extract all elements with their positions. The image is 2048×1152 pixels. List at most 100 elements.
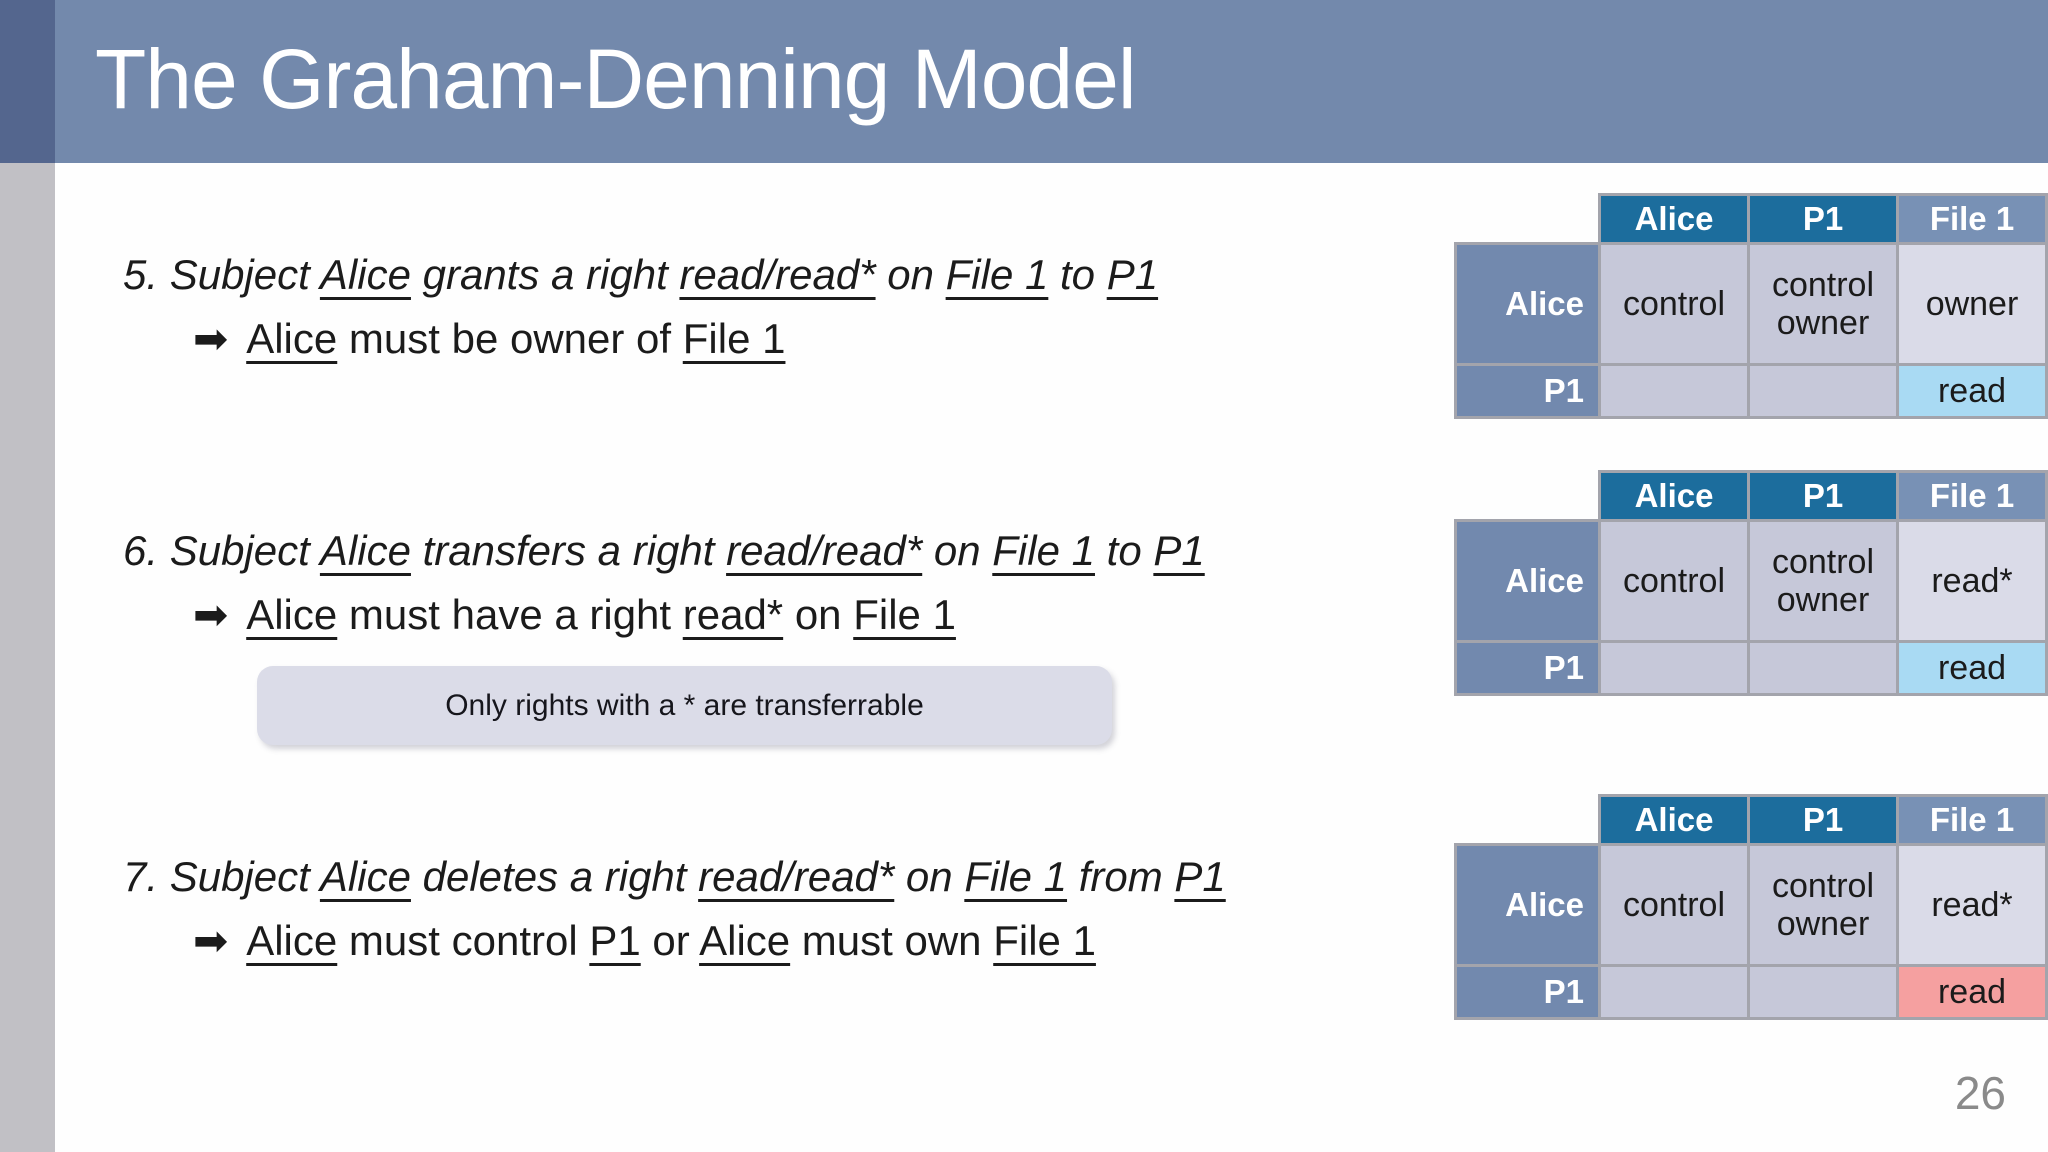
matrix-corner-cell bbox=[1456, 472, 1600, 521]
matrix-cell bbox=[1598, 964, 1750, 1020]
matrix-cell: control owner bbox=[1747, 519, 1899, 643]
point-5-implication: ➡ Alice must be owner of File 1 bbox=[193, 314, 1158, 364]
text-segment: on bbox=[922, 527, 993, 574]
underlined-term: File 1 bbox=[853, 591, 956, 639]
underlined-term: File 1 bbox=[945, 251, 1049, 298]
text-segment: to bbox=[1094, 527, 1154, 574]
matrix-cell: read* bbox=[1896, 843, 2048, 967]
point-7: 7. Subject Alice deletes a right read/re… bbox=[123, 852, 1226, 967]
underlined-term: File 1 bbox=[964, 853, 1068, 900]
matrix-cell: owner bbox=[1896, 242, 2048, 366]
matrix-cell: control bbox=[1598, 843, 1750, 967]
matrix-col-header-alice: Alice bbox=[1598, 794, 1750, 846]
matrix-col-header-p1: P1 bbox=[1747, 794, 1899, 846]
matrix-cell bbox=[1747, 964, 1899, 1020]
point-6-statement: 6. Subject Alice transfers a right read/… bbox=[123, 526, 1205, 576]
matrix-cell: control bbox=[1598, 519, 1750, 643]
underlined-term: Alice bbox=[246, 591, 338, 639]
point-7-implication: ➡ Alice must control P1 or Alice must own… bbox=[193, 916, 1226, 966]
matrix-cell bbox=[1747, 640, 1899, 696]
arrow-icon: ➡ bbox=[193, 917, 229, 965]
text-segment: on bbox=[894, 853, 965, 900]
text-segment: transfers a right bbox=[410, 527, 727, 574]
arrow-icon: ➡ bbox=[193, 315, 229, 363]
point-7-statement: 7. Subject Alice deletes a right read/re… bbox=[123, 852, 1226, 902]
page-number: 26 bbox=[1954, 1067, 2006, 1119]
underlined-term: P1 bbox=[1153, 527, 1205, 574]
matrix-col-header-p1: P1 bbox=[1747, 193, 1899, 245]
point-6-implication-text: Alice must have a right read* on File 1 bbox=[246, 591, 956, 638]
matrix-col-header-file-1: File 1 bbox=[1896, 193, 2048, 245]
text-segment: from bbox=[1067, 853, 1175, 900]
matrix-corner-cell bbox=[1456, 195, 1600, 244]
underlined-term: Alice bbox=[699, 917, 791, 965]
note-text: Only rights with a * are transferrable bbox=[445, 688, 924, 722]
text-segment: 5. Subject bbox=[123, 251, 320, 298]
point-7-implication-text: Alice must control P1 or Alice must own … bbox=[246, 917, 1096, 964]
underlined-term: read* bbox=[682, 591, 784, 639]
point-5-implication-text: Alice must be owner of File 1 bbox=[246, 315, 785, 362]
underlined-term: File 1 bbox=[682, 315, 786, 363]
text-segment: 7. Subject bbox=[123, 853, 320, 900]
text-segment: on bbox=[783, 591, 854, 639]
underlined-term: Alice bbox=[246, 315, 338, 363]
matrix-row-header-p1: P1 bbox=[1454, 964, 1601, 1020]
text-segment: must have a right bbox=[337, 591, 683, 639]
underlined-term: File 1 bbox=[993, 917, 1096, 965]
underlined-term: Alice bbox=[246, 917, 338, 965]
matrix-row-header-p1: P1 bbox=[1454, 640, 1601, 696]
matrix-cell: control owner bbox=[1747, 843, 1899, 967]
matrix-cell: read bbox=[1896, 640, 2048, 696]
matrix-cell bbox=[1598, 363, 1750, 419]
text-segment: or bbox=[640, 917, 700, 965]
matrix-cell: read bbox=[1896, 964, 2048, 1020]
text-segment: grants a right bbox=[410, 251, 680, 298]
arrow-icon: ➡ bbox=[193, 591, 229, 639]
underlined-term: P1 bbox=[1106, 251, 1159, 298]
underlined-term: Alice bbox=[319, 853, 411, 900]
matrix-row-header-alice: Alice bbox=[1454, 519, 1601, 643]
text-segment: on bbox=[875, 251, 946, 298]
matrix-row-header-alice: Alice bbox=[1454, 843, 1601, 967]
matrix-col-header-alice: Alice bbox=[1598, 193, 1750, 245]
matrix-col-header-alice: Alice bbox=[1598, 470, 1750, 522]
matrix-row-header-p1: P1 bbox=[1454, 363, 1601, 419]
text-segment: must own bbox=[790, 917, 994, 965]
point-6: 6. Subject Alice transfers a right read/… bbox=[123, 526, 1205, 641]
point-6-implication: ➡ Alice must have a right read* on File 1 bbox=[193, 590, 1205, 640]
matrix-cell: read* bbox=[1896, 519, 2048, 643]
corner-accent-square bbox=[0, 0, 55, 163]
underlined-term: Alice bbox=[319, 527, 411, 574]
matrix-cell bbox=[1747, 363, 1899, 419]
matrix-cell: control bbox=[1598, 242, 1750, 366]
matrix-cell: control owner bbox=[1747, 242, 1899, 366]
underlined-term: read/read* bbox=[679, 251, 876, 298]
note-box: Only rights with a * are transferrable bbox=[257, 666, 1112, 745]
underlined-term: read/read* bbox=[698, 853, 895, 900]
matrix-col-header-file-1: File 1 bbox=[1896, 794, 2048, 846]
underlined-term: Alice bbox=[319, 251, 411, 298]
text-segment: deletes a right bbox=[410, 853, 699, 900]
left-gray-strip bbox=[0, 163, 55, 1152]
matrix-col-header-file-1: File 1 bbox=[1896, 470, 2048, 522]
matrix-cell bbox=[1598, 640, 1750, 696]
title-band: The Graham-Denning Model bbox=[55, 0, 2048, 163]
text-segment: must control bbox=[337, 917, 590, 965]
underlined-term: P1 bbox=[1174, 853, 1226, 900]
text-segment: to bbox=[1048, 251, 1107, 298]
underlined-term: P1 bbox=[589, 917, 641, 965]
point-5: 5. Subject Alice grants a right read/rea… bbox=[123, 250, 1158, 365]
text-segment: 6. Subject bbox=[123, 527, 320, 574]
matrix-corner-cell bbox=[1456, 796, 1600, 845]
slide-title: The Graham-Denning Model bbox=[95, 32, 1137, 126]
underlined-term: File 1 bbox=[992, 527, 1095, 574]
text-segment: must be owner of bbox=[337, 315, 683, 363]
matrix-row-header-alice: Alice bbox=[1454, 242, 1601, 366]
